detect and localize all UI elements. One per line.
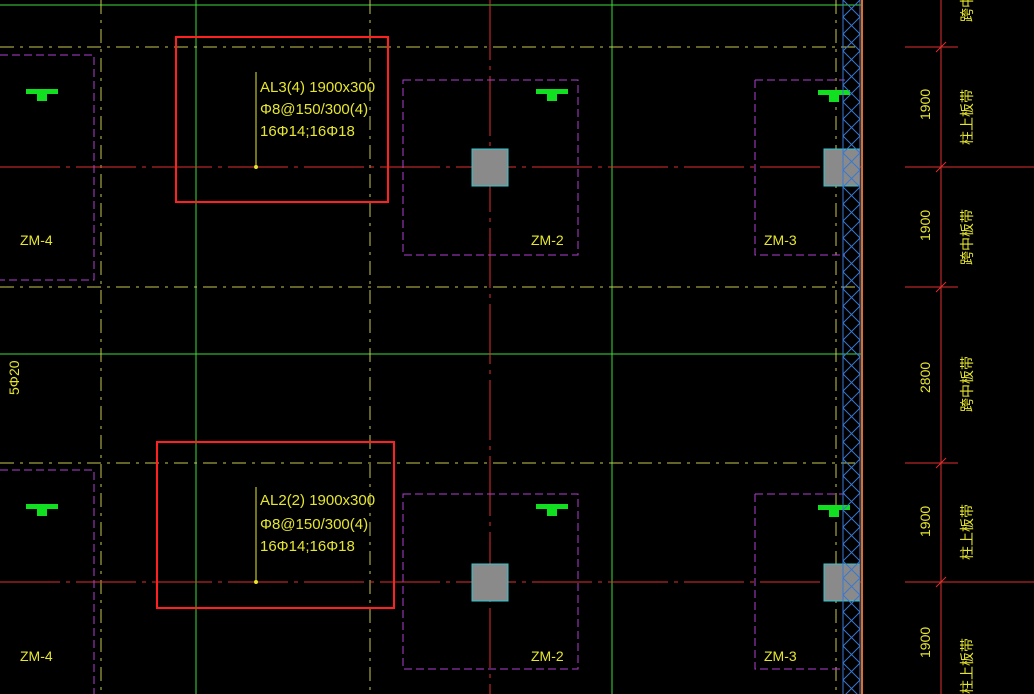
zone-label: ZM-2 (531, 232, 564, 248)
dimension-value: 1900 (917, 627, 933, 658)
zone-label: ZM-2 (531, 648, 564, 664)
beam-mark: AL2(2) 1900x300 (260, 492, 375, 509)
t-symbol-icon (818, 505, 850, 517)
beam-annotation-2[interactable]: AL2(2) 1900x300 Φ8@150/300(4) 16Φ14;16Φ1… (260, 492, 375, 555)
t-symbol-icon (26, 504, 58, 516)
highlight-box (175, 36, 389, 203)
strip-label: 柱上板带 (959, 504, 975, 560)
leader-dot (254, 165, 258, 169)
strip-label: 柱上板带 (959, 89, 975, 145)
dimension-value: 1900 (917, 89, 933, 120)
left-rebar-label: 5Φ20 (6, 360, 22, 395)
t-symbol-icon (536, 89, 568, 101)
beam-bars: 16Φ14;16Φ18 (260, 123, 355, 140)
zone-label: ZM-4 (20, 648, 53, 664)
support-symbols (26, 89, 850, 517)
t-symbol-icon (818, 90, 850, 102)
column-square (471, 148, 509, 187)
zone-label: ZM-4 (20, 232, 53, 248)
strip-labels: 跨中板带 柱上板带 跨中板带 跨中板带 柱上板带 柱上板带 (959, 0, 975, 694)
shear-wall (842, 0, 863, 694)
dimension-lines (905, 0, 1034, 694)
grid-lines (0, 0, 862, 694)
beam-mark: AL3(4) 1900x300 (260, 79, 375, 96)
dimension-value: 2800 (917, 362, 933, 393)
strip-label: 柱上板带 (959, 638, 975, 694)
dimension-value: 1900 (917, 210, 933, 241)
beam-stirrup: Φ8@150/300(4) (260, 101, 368, 118)
strip-label: 跨中板带 (959, 0, 975, 22)
zone-label: ZM-3 (764, 648, 797, 664)
strip-label: 跨中板带 (959, 209, 975, 265)
leader-dot (254, 580, 258, 584)
column-square (823, 563, 861, 602)
dimension-value: 1900 (917, 506, 933, 537)
beam-bars: 16Φ14;16Φ18 (260, 538, 355, 555)
zone-outlines (0, 54, 845, 694)
beam-annotation-1[interactable]: AL3(4) 1900x300 Φ8@150/300(4) 16Φ14;16Φ1… (260, 79, 375, 140)
t-symbol-icon (26, 89, 58, 101)
zone-labels: ZM-4 ZM-2 ZM-3 ZM-4 ZM-2 ZM-3 (20, 232, 797, 664)
column-square (823, 148, 861, 187)
zone-label: ZM-3 (764, 232, 797, 248)
column-square (471, 563, 509, 602)
dimension-values: 1900 1900 2800 1900 1900 (917, 89, 933, 658)
beam-stirrup: Φ8@150/300(4) (260, 516, 368, 533)
highlight-box (156, 441, 395, 609)
strip-label: 跨中板带 (959, 356, 975, 412)
columns (471, 148, 861, 602)
t-symbol-icon (536, 504, 568, 516)
